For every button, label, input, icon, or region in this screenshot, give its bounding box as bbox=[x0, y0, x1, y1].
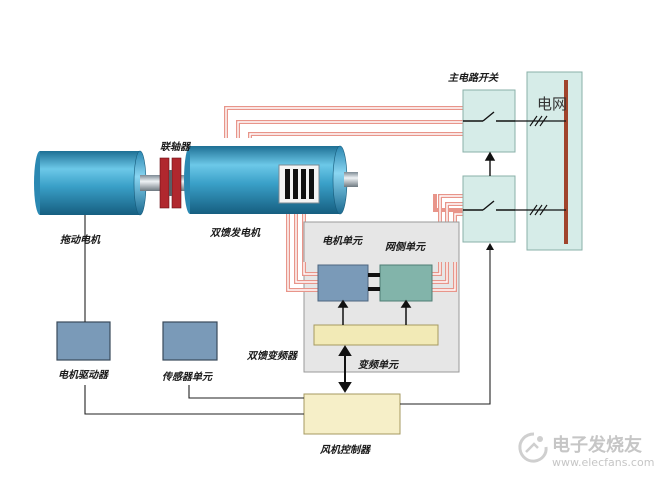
grid-panel bbox=[515, 71, 583, 251]
motor-unit-label: 电机单元 bbox=[322, 236, 362, 247]
motor-driver-box bbox=[56, 321, 111, 361]
watermark-brand: 电子发烧友 bbox=[552, 435, 642, 456]
drive-motor-label: 拖动电机 bbox=[60, 235, 100, 246]
turbine-controller-box bbox=[303, 393, 401, 435]
watermark-url: www.elecfans.com bbox=[552, 456, 655, 469]
turbine-controller-label: 风机控制器 bbox=[320, 445, 370, 456]
inverter-unit-label: 变频单元 bbox=[358, 360, 398, 371]
main-switch bbox=[462, 89, 516, 153]
drive-motor bbox=[34, 150, 147, 216]
sensor-unit-box bbox=[162, 321, 218, 361]
grid-unit-label: 网侧单元 bbox=[385, 242, 425, 253]
dfig-generator bbox=[184, 145, 358, 215]
converter-label: 双馈变频器 bbox=[247, 351, 297, 362]
main-switch-label: 主电路开关 bbox=[448, 73, 498, 84]
grid-label: 电网 bbox=[537, 95, 568, 113]
watermark-logo-icon bbox=[518, 432, 548, 463]
dfig-label: 双馈发电机 bbox=[210, 228, 260, 239]
sensor-unit-label: 传感器单元 bbox=[162, 372, 212, 383]
motor-unit-block bbox=[317, 264, 369, 302]
coupling bbox=[159, 157, 182, 209]
signal-lines bbox=[84, 215, 491, 415]
motor-driver-label: 电机驱动器 bbox=[58, 370, 108, 381]
inverter-unit-bar bbox=[313, 324, 439, 346]
rotor-side-breaker bbox=[462, 175, 516, 243]
coupling-label: 联轴器 bbox=[160, 142, 190, 153]
grid-unit-block bbox=[379, 264, 433, 302]
